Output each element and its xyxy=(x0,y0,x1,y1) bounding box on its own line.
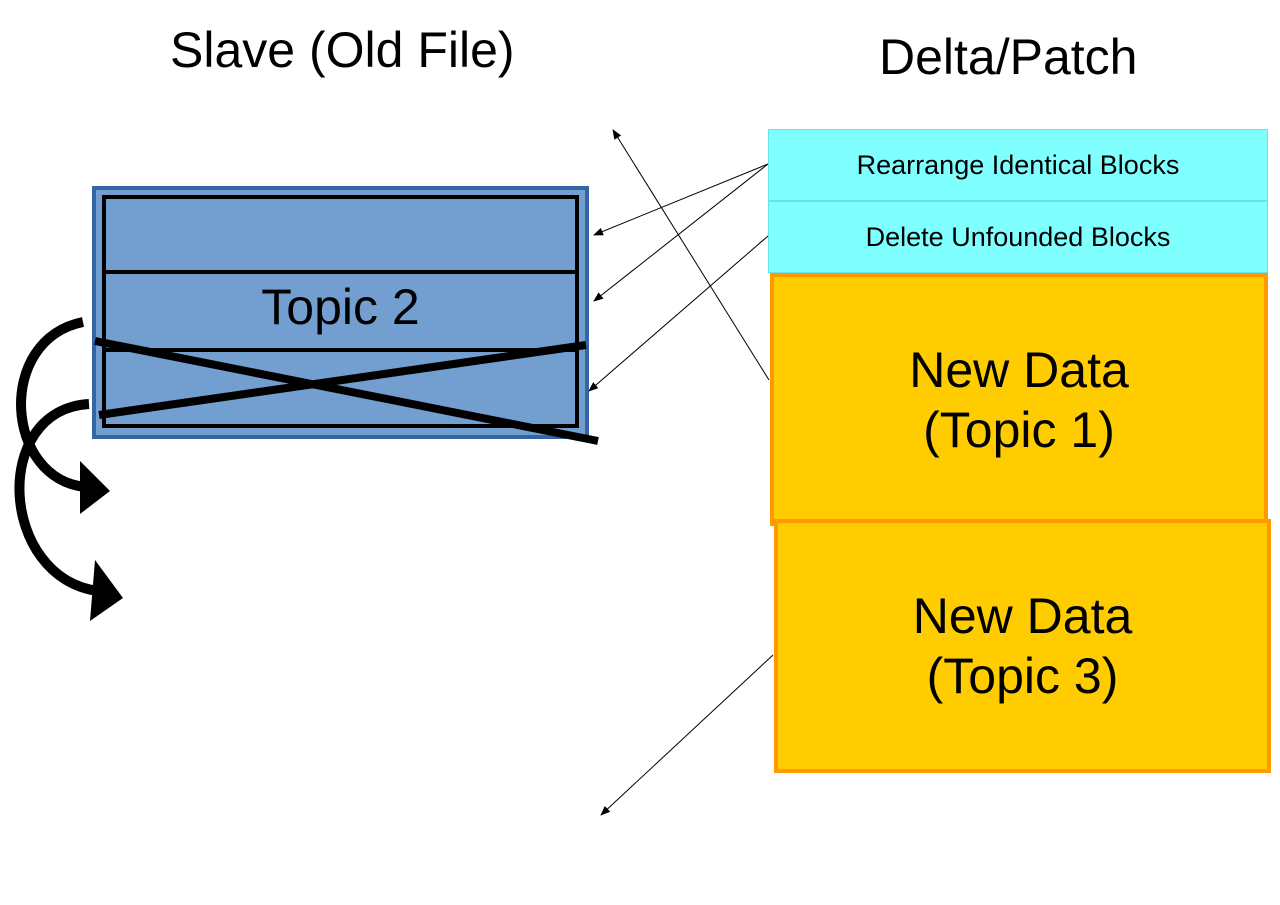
new-data-topic-3-block: New Data (Topic 3) xyxy=(774,519,1271,773)
new-data-topic-1-line2: (Topic 1) xyxy=(923,401,1115,458)
move-curve-arrow-lower xyxy=(14,399,99,596)
delta-patch-heading: Delta/Patch xyxy=(879,29,1138,85)
move-arrowhead-lower xyxy=(90,560,123,621)
delete-arrow-to-old-row-3 xyxy=(588,235,769,392)
rearrange-blocks-label: Rearrange Identical Blocks xyxy=(856,149,1180,180)
rearrange-blocks-operation: Rearrange Identical Blocks xyxy=(768,129,1268,201)
old-file-block xyxy=(92,186,589,439)
new-data-topic-3-line2: (Topic 3) xyxy=(926,648,1119,704)
topic-3-arrow-down xyxy=(600,654,774,816)
rearrange-arrow-to-old-row-1 xyxy=(593,163,769,236)
delete-cross-stroke xyxy=(98,341,587,419)
new-data-topic-1-line1: New Data xyxy=(909,341,1129,398)
old-file-inner-frame xyxy=(102,195,579,428)
new-data-topic-3-line1: New Data xyxy=(912,588,1133,644)
move-curve-arrow-upper xyxy=(16,317,87,492)
topic-1-arrow-up xyxy=(612,129,770,381)
move-arrowhead-upper xyxy=(80,461,110,514)
delete-cross-stroke xyxy=(94,337,599,445)
rearrange-arrow-to-old-row-2 xyxy=(593,163,769,302)
delete-blocks-operation: Delete Unfounded Blocks xyxy=(768,201,1268,273)
new-data-topic-1-block: New Data (Topic 1) xyxy=(770,273,1268,526)
old-block-topic-2-label: Topic 2 xyxy=(261,279,420,335)
old-file-heading: Slave (Old File) xyxy=(170,22,515,78)
old-file-row-divider xyxy=(102,270,579,274)
delete-blocks-label: Delete Unfounded Blocks xyxy=(865,221,1171,252)
old-file-row-divider xyxy=(102,348,579,352)
